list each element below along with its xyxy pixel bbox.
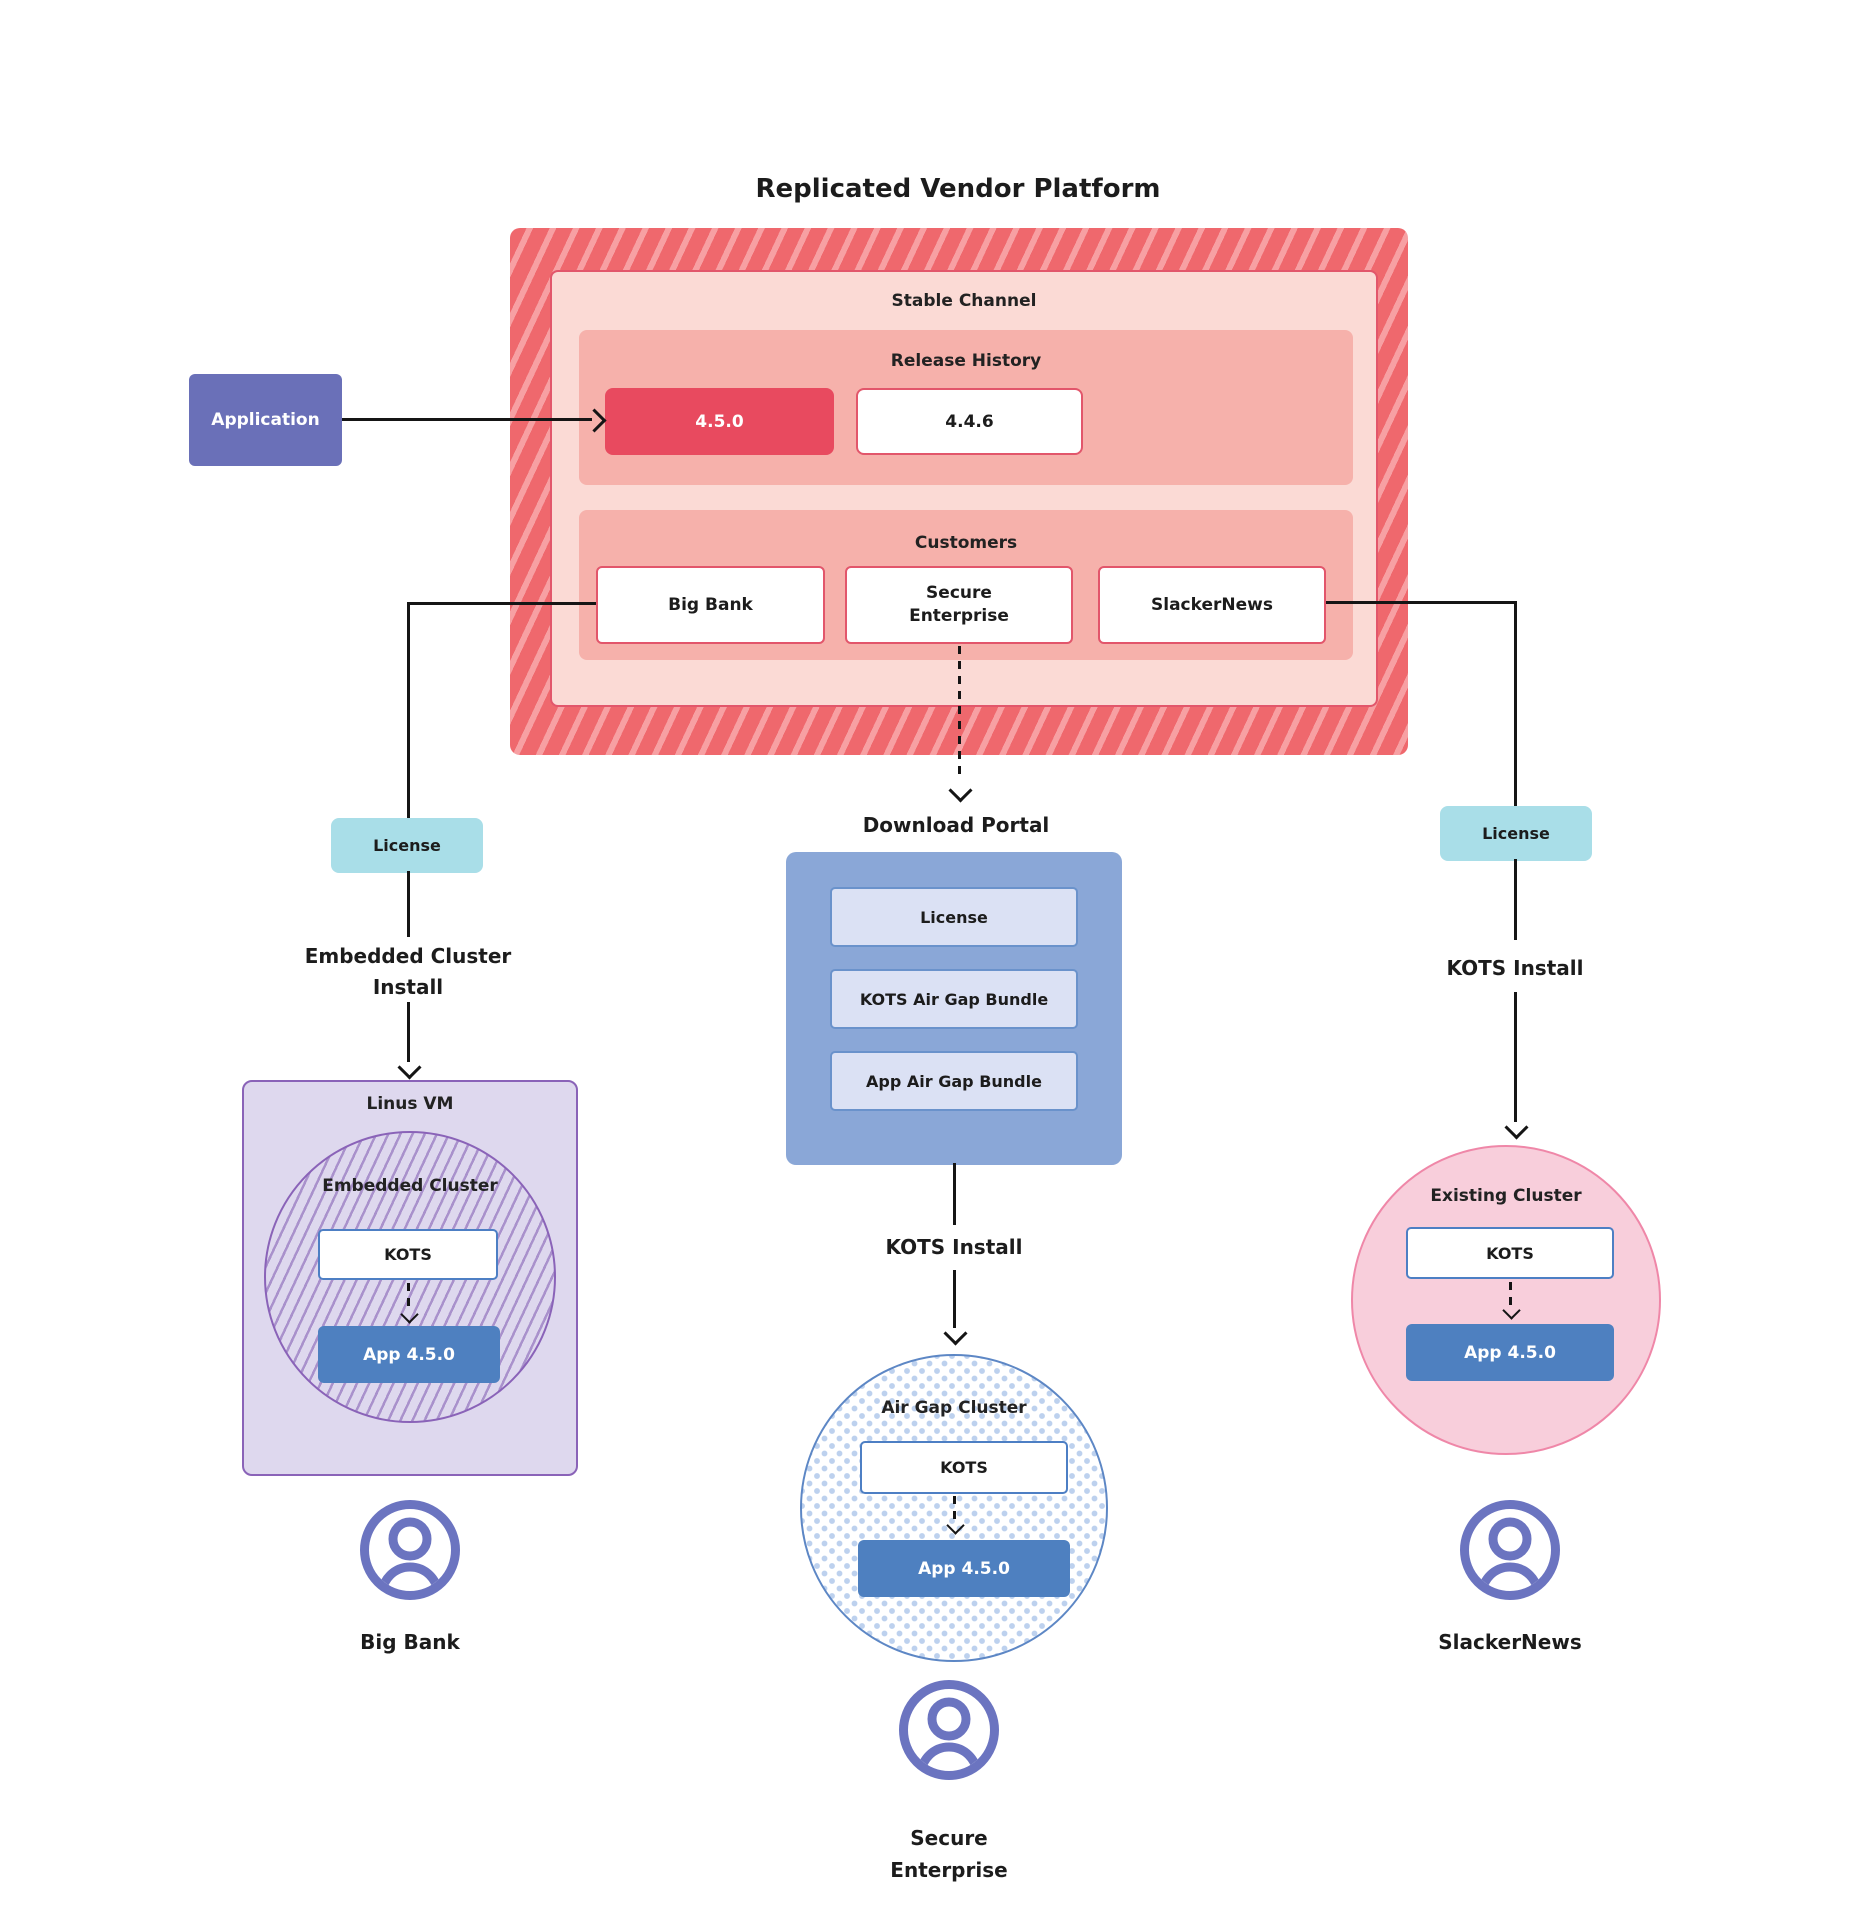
portal-app-airgap-bundle-box: App Air Gap Bundle	[830, 1051, 1078, 1111]
slackernews-connector-h	[1326, 601, 1517, 604]
embedded-kots-app-dashed-line	[407, 1283, 410, 1309]
embedded-kots-box: KOTS	[318, 1229, 498, 1280]
right-kots-install-label: KOTS Install	[1446, 956, 1584, 980]
embedded-install-arrowhead-icon	[397, 1055, 422, 1080]
airgap-kots-app-dashed-line	[953, 1496, 956, 1522]
middle-install-arrowhead-icon	[943, 1321, 968, 1346]
big-bank-user-label: Big Bank	[360, 1630, 460, 1654]
license-left-line	[407, 871, 410, 937]
license-right-box: License	[1440, 806, 1592, 861]
airgap-cluster-title: Air Gap Cluster	[881, 1398, 1027, 1418]
existing-kots-box: KOTS	[1406, 1227, 1614, 1279]
license-right-line	[1514, 859, 1517, 940]
airgap-app-box: App 4.5.0	[858, 1540, 1070, 1597]
embedded-cluster-title: Embedded Cluster	[322, 1176, 498, 1196]
airgap-cluster-circle	[800, 1354, 1108, 1662]
release-4-4-6: 4.4.6	[856, 388, 1083, 455]
customer-secure-enterprise: Secure Enterprise	[845, 566, 1073, 644]
middle-install-arrow-line	[953, 1270, 956, 1328]
slackernews-user-icon	[1460, 1500, 1560, 1600]
release-4-5-0: 4.5.0	[605, 388, 834, 455]
existing-cluster-circle	[1351, 1145, 1661, 1455]
secure-enterprise-user-label: Secure Enterprise	[890, 1826, 1008, 1882]
embedded-cluster-circle	[264, 1131, 556, 1423]
secure-portal-dashed-line	[958, 646, 961, 780]
release-history-title: Release History	[890, 351, 1042, 371]
existing-app-box: App 4.5.0	[1406, 1324, 1614, 1381]
stable-channel-title: Stable Channel	[891, 291, 1037, 311]
big-bank-user-icon	[360, 1500, 460, 1600]
right-install-arrowhead-icon	[1504, 1115, 1529, 1140]
application-arrow-line	[342, 418, 592, 421]
embedded-cluster-install-label: Embedded Cluster Install	[304, 944, 512, 999]
bigbank-connector-v	[407, 602, 410, 818]
page-title: Replicated Vendor Platform	[755, 174, 1161, 204]
portal-kots-airgap-bundle-box: KOTS Air Gap Bundle	[830, 969, 1078, 1029]
download-portal-title: Download Portal	[862, 813, 1050, 837]
customer-big-bank: Big Bank	[596, 566, 825, 644]
right-install-arrow-line	[1514, 992, 1517, 1122]
customer-slackernews: SlackerNews	[1098, 566, 1326, 644]
slackernews-connector-v	[1514, 601, 1517, 806]
portal-install-line	[953, 1163, 956, 1225]
middle-kots-install-label: KOTS Install	[885, 1235, 1023, 1259]
application-box: Application	[189, 374, 342, 466]
portal-license-box: License	[830, 887, 1078, 947]
license-left-box: License	[331, 818, 483, 873]
existing-kots-app-dashed-line	[1509, 1282, 1512, 1306]
customers-title: Customers	[914, 533, 1018, 553]
bigbank-connector-h	[407, 602, 596, 605]
embedded-app-box: App 4.5.0	[318, 1326, 500, 1383]
existing-cluster-title: Existing Cluster	[1430, 1186, 1582, 1206]
slackernews-user-label: SlackerNews	[1438, 1630, 1582, 1654]
airgap-kots-box: KOTS	[860, 1441, 1068, 1494]
secure-portal-arrowhead-icon	[948, 778, 973, 803]
linus-vm-title: Linus VM	[366, 1094, 454, 1114]
embedded-install-arrow-line	[407, 1002, 410, 1062]
secure-enterprise-user-icon	[899, 1680, 999, 1780]
